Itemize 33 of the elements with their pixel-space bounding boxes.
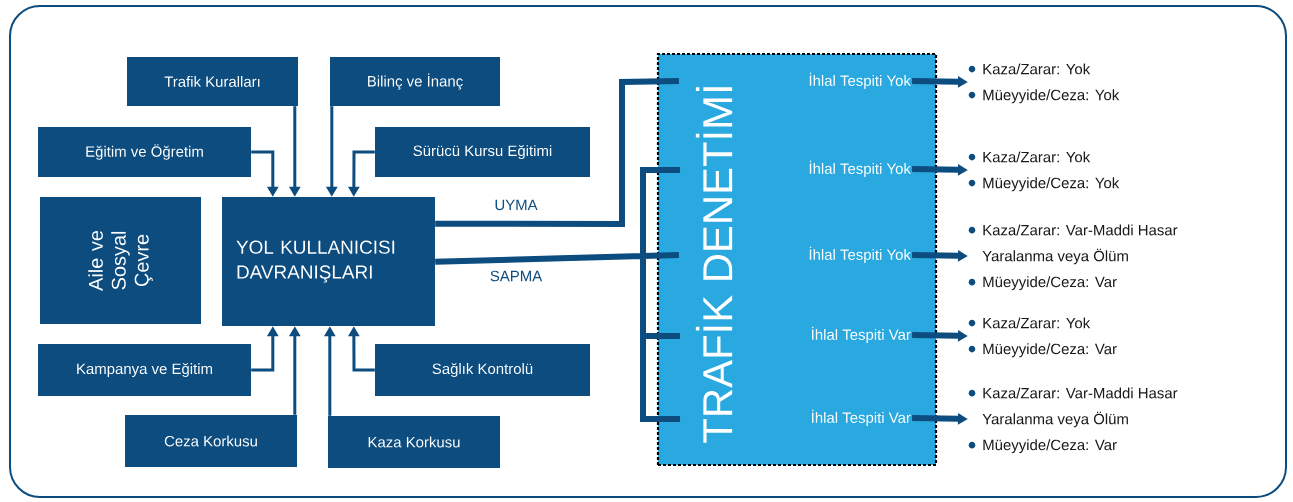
node-label: Müeyyide/Ceza: Var xyxy=(983,439,1117,454)
node-label: Kaza/Zarar: Yok xyxy=(983,317,1091,329)
node-label: Kaza/Zarar: Var-Maddi Hasar Yaralanma veya Ölüm xyxy=(982,387,1178,428)
node-label: Müeyyide/Ceza: Var xyxy=(983,276,1117,291)
factor-box: Aile ve Sosyal Çevre xyxy=(40,197,201,324)
result-list: Kaza/Zarar: Yok Müeyyide/Ceza: Yok xyxy=(968,63,1120,104)
factor-box: Ceza Korkusu xyxy=(125,415,297,467)
factor-box: Sürücü Kursu Eğitimi xyxy=(375,127,590,177)
behaviour-box: YOL KULLANICISI DAVRANIŞLARI xyxy=(222,197,435,326)
finding-label: İhlal Tespiti Yok xyxy=(809,72,911,89)
factor-box: Trafik Kuralları xyxy=(127,57,298,106)
finding-label: İhlal Tespiti Yok xyxy=(809,160,911,177)
finding-label: İhlal Tespiti Var xyxy=(812,326,911,343)
node-label: Müeyyide/Ceza: Var xyxy=(983,343,1117,358)
node-label: Kaza/Zarar: Var-Maddi Hasar Yaralanma veya Ölüm xyxy=(982,224,1178,265)
edge-label: SAPMA xyxy=(488,269,544,283)
factor-box: Kampanya ve Eğitim xyxy=(38,344,251,396)
node-label: Müeyyide/Ceza: Yok xyxy=(983,89,1120,104)
result-list: Kaza/Zarar: Var-Maddi Hasar Yaralanma veya Ölüm Müeyyide/Ceza: Var xyxy=(968,387,1178,454)
factor-box: Eğitim ve Öğretim xyxy=(38,127,251,177)
result-list: Kaza/Zarar: Var-Maddi Hasar Yaralanma veya Ölüm Müeyyide/Ceza: Var xyxy=(968,224,1178,291)
node-label: Kaza/Zarar: Yok xyxy=(983,63,1091,75)
result-list: Kaza/Zarar: Yok Müeyyide/Ceza: Yok xyxy=(968,151,1120,192)
finding-label: İhlal Tespiti Var xyxy=(812,409,911,426)
arrow xyxy=(432,167,683,422)
node-label: Müeyyide/Ceza: Yok xyxy=(983,177,1120,192)
result-list: Kaza/Zarar: Yok Müeyyide/Ceza: Var xyxy=(968,317,1117,358)
factor-box: Sağlık Kontrolü xyxy=(375,344,590,396)
node-label: Kaza/Zarar: Yok xyxy=(983,151,1091,163)
finding-label: İhlal Tespiti Yok xyxy=(809,246,911,263)
factor-box: Bilinç ve İnanç xyxy=(330,57,500,106)
edge-label: UYMA xyxy=(493,198,539,212)
factor-box: Kaza Korkusu xyxy=(328,416,500,468)
